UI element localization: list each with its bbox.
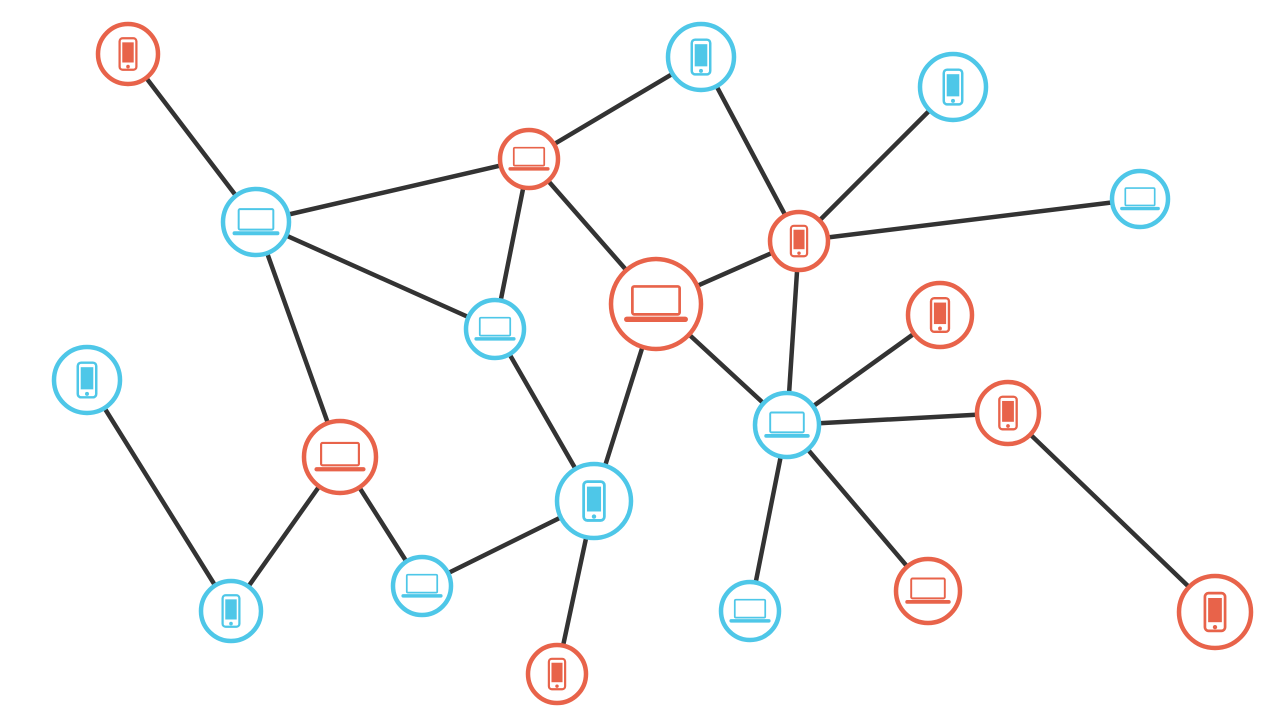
phone-icon (942, 68, 964, 106)
node-n19 (718, 579, 782, 643)
node-n8 (608, 256, 704, 352)
node-n12 (301, 418, 379, 496)
phone-icon (118, 37, 138, 71)
phone-icon (76, 361, 98, 399)
laptop-icon (729, 598, 771, 623)
node-ring (463, 297, 527, 361)
node-ring (390, 554, 454, 618)
phone-icon (998, 395, 1018, 431)
laptop-icon (905, 577, 951, 604)
node-n9 (463, 297, 527, 361)
node-ring (752, 390, 822, 460)
network-edges (84, 51, 1218, 677)
node-n11 (905, 280, 975, 350)
laptop-icon (624, 285, 688, 322)
laptop-icon (1120, 187, 1160, 211)
node-n2 (220, 186, 292, 258)
node-n1 (95, 21, 161, 87)
node-n3 (497, 127, 561, 191)
edge-n2-n12 (253, 219, 343, 460)
laptop-icon (764, 411, 810, 438)
node-ring (893, 556, 963, 626)
edge-n14-n20 (1005, 410, 1218, 615)
node-ring (1109, 168, 1171, 230)
node-n15 (554, 461, 634, 541)
edge-n2-n3 (253, 156, 532, 225)
node-n4 (665, 21, 737, 93)
laptop-icon (401, 573, 443, 598)
node-n14 (974, 379, 1042, 447)
node-n5 (917, 51, 989, 123)
phone-icon (221, 594, 241, 628)
laptop-icon (314, 441, 366, 472)
node-n10 (51, 344, 123, 416)
node-n7 (767, 209, 831, 273)
phone-icon (582, 480, 606, 522)
laptop-icon (474, 316, 516, 341)
node-ring (220, 186, 292, 258)
node-n18 (893, 556, 963, 626)
edge-n6-n7 (796, 196, 1143, 244)
laptop-icon (232, 208, 280, 236)
node-n21 (525, 642, 589, 706)
node-n6 (1109, 168, 1171, 230)
phone-icon (789, 224, 809, 258)
node-ring (497, 127, 561, 191)
phone-icon (547, 657, 567, 691)
node-n20 (1176, 573, 1254, 651)
phone-icon (1203, 591, 1227, 633)
phone-icon (929, 297, 951, 334)
node-ring (718, 579, 782, 643)
laptop-icon (508, 146, 550, 171)
node-n13 (390, 554, 454, 618)
edge-n5-n7 (796, 84, 956, 244)
edge-n2-n9 (253, 219, 498, 332)
phone-icon (690, 38, 712, 76)
node-ring (608, 256, 704, 352)
node-n17 (198, 578, 264, 644)
node-n16 (752, 390, 822, 460)
edge-n16-n18 (784, 422, 931, 594)
node-ring (301, 418, 379, 496)
edge-n16-n14 (784, 410, 1011, 428)
network-nodes (51, 21, 1254, 706)
edge-n10-n17 (84, 377, 234, 614)
